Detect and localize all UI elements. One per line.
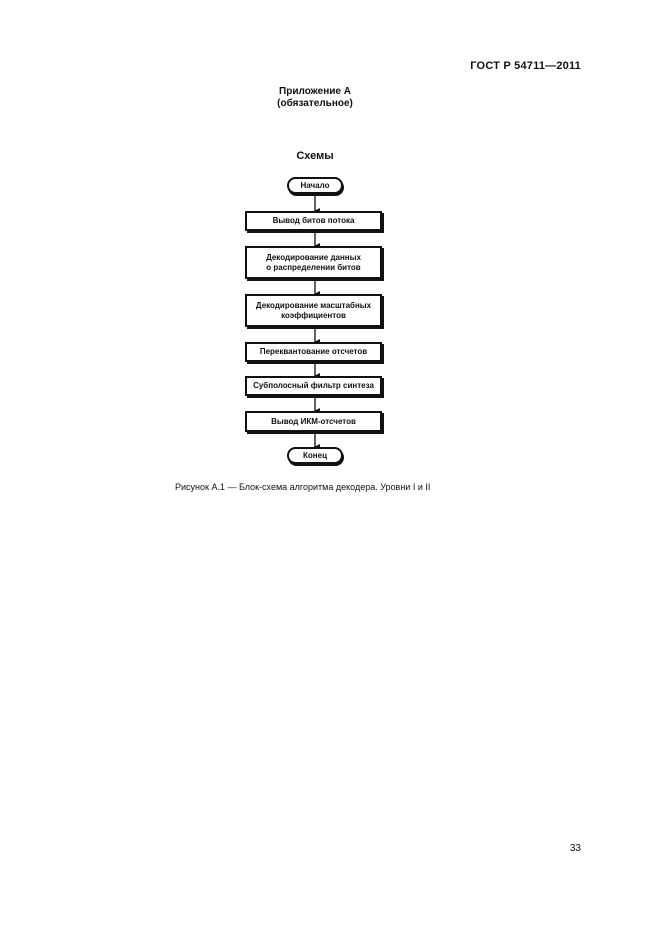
annex-heading: Приложение А (обязательное)	[215, 86, 415, 110]
flowchart-start-terminal: Начало	[287, 177, 343, 194]
figure-caption: Рисунок А.1 — Блок-схема алгоритма декод…	[175, 482, 431, 492]
standard-code-header: ГОСТ Р 54711—2011	[470, 60, 581, 72]
flowchart-step-decode-scalefactors: Декодирование масштабных коэффициентов	[245, 294, 382, 327]
flowchart-step-synthesis-filterbank: Субполосный фильтр синтеза	[245, 376, 382, 396]
flowchart-end-terminal: Конец	[287, 447, 343, 464]
flowchart-step-output-bits: Вывод битов потока	[245, 211, 382, 231]
flowchart-step-requantization: Переквантование отсчетов	[245, 342, 382, 362]
page-number: 33	[569, 843, 581, 854]
annex-status: (обязательное)	[277, 98, 353, 109]
section-title: Схемы	[296, 150, 334, 162]
annex-title: Приложение А	[279, 86, 351, 97]
flowchart-step-decode-bit-allocation: Декодирование данных о распределении бит…	[245, 246, 382, 279]
flowchart-step-output-pcm: Вывод ИКМ-отсчетов	[245, 411, 382, 432]
